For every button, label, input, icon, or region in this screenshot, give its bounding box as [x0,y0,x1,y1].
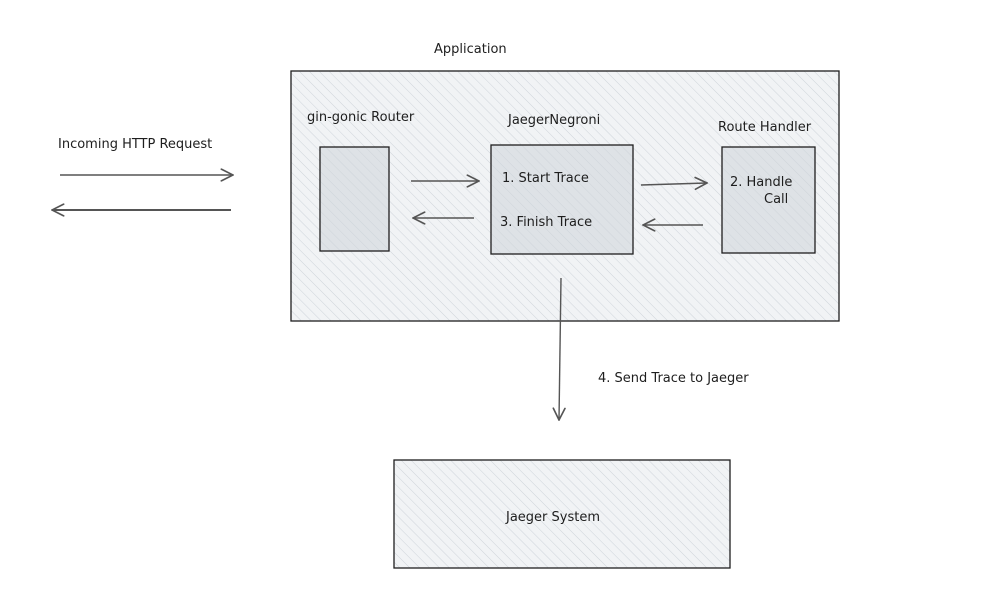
incoming-request-label: Incoming HTTP Request [58,137,212,152]
handle-call-label-line1: 2. Handle [730,175,792,190]
middleware-label: JaegerNegroni [507,113,600,128]
jaeger-system-label: Jaeger System [505,510,600,525]
start-trace-label: 1. Start Trace [502,171,589,186]
handle-call-label-line2: Call [764,192,788,207]
router-label: gin-gonic Router [307,110,415,125]
handler-box [721,146,816,254]
router-box [319,146,390,252]
finish-trace-label: 3. Finish Trace [500,215,592,230]
middleware-box [490,144,634,255]
send-trace-arrow [559,277,561,420]
application-label: Application [434,42,507,57]
middleware-to-handler-arrow [640,183,707,185]
send-trace-label: 4. Send Trace to Jaeger [598,371,749,386]
jaeger-system-box [393,459,731,569]
handler-label: Route Handler [718,120,812,135]
